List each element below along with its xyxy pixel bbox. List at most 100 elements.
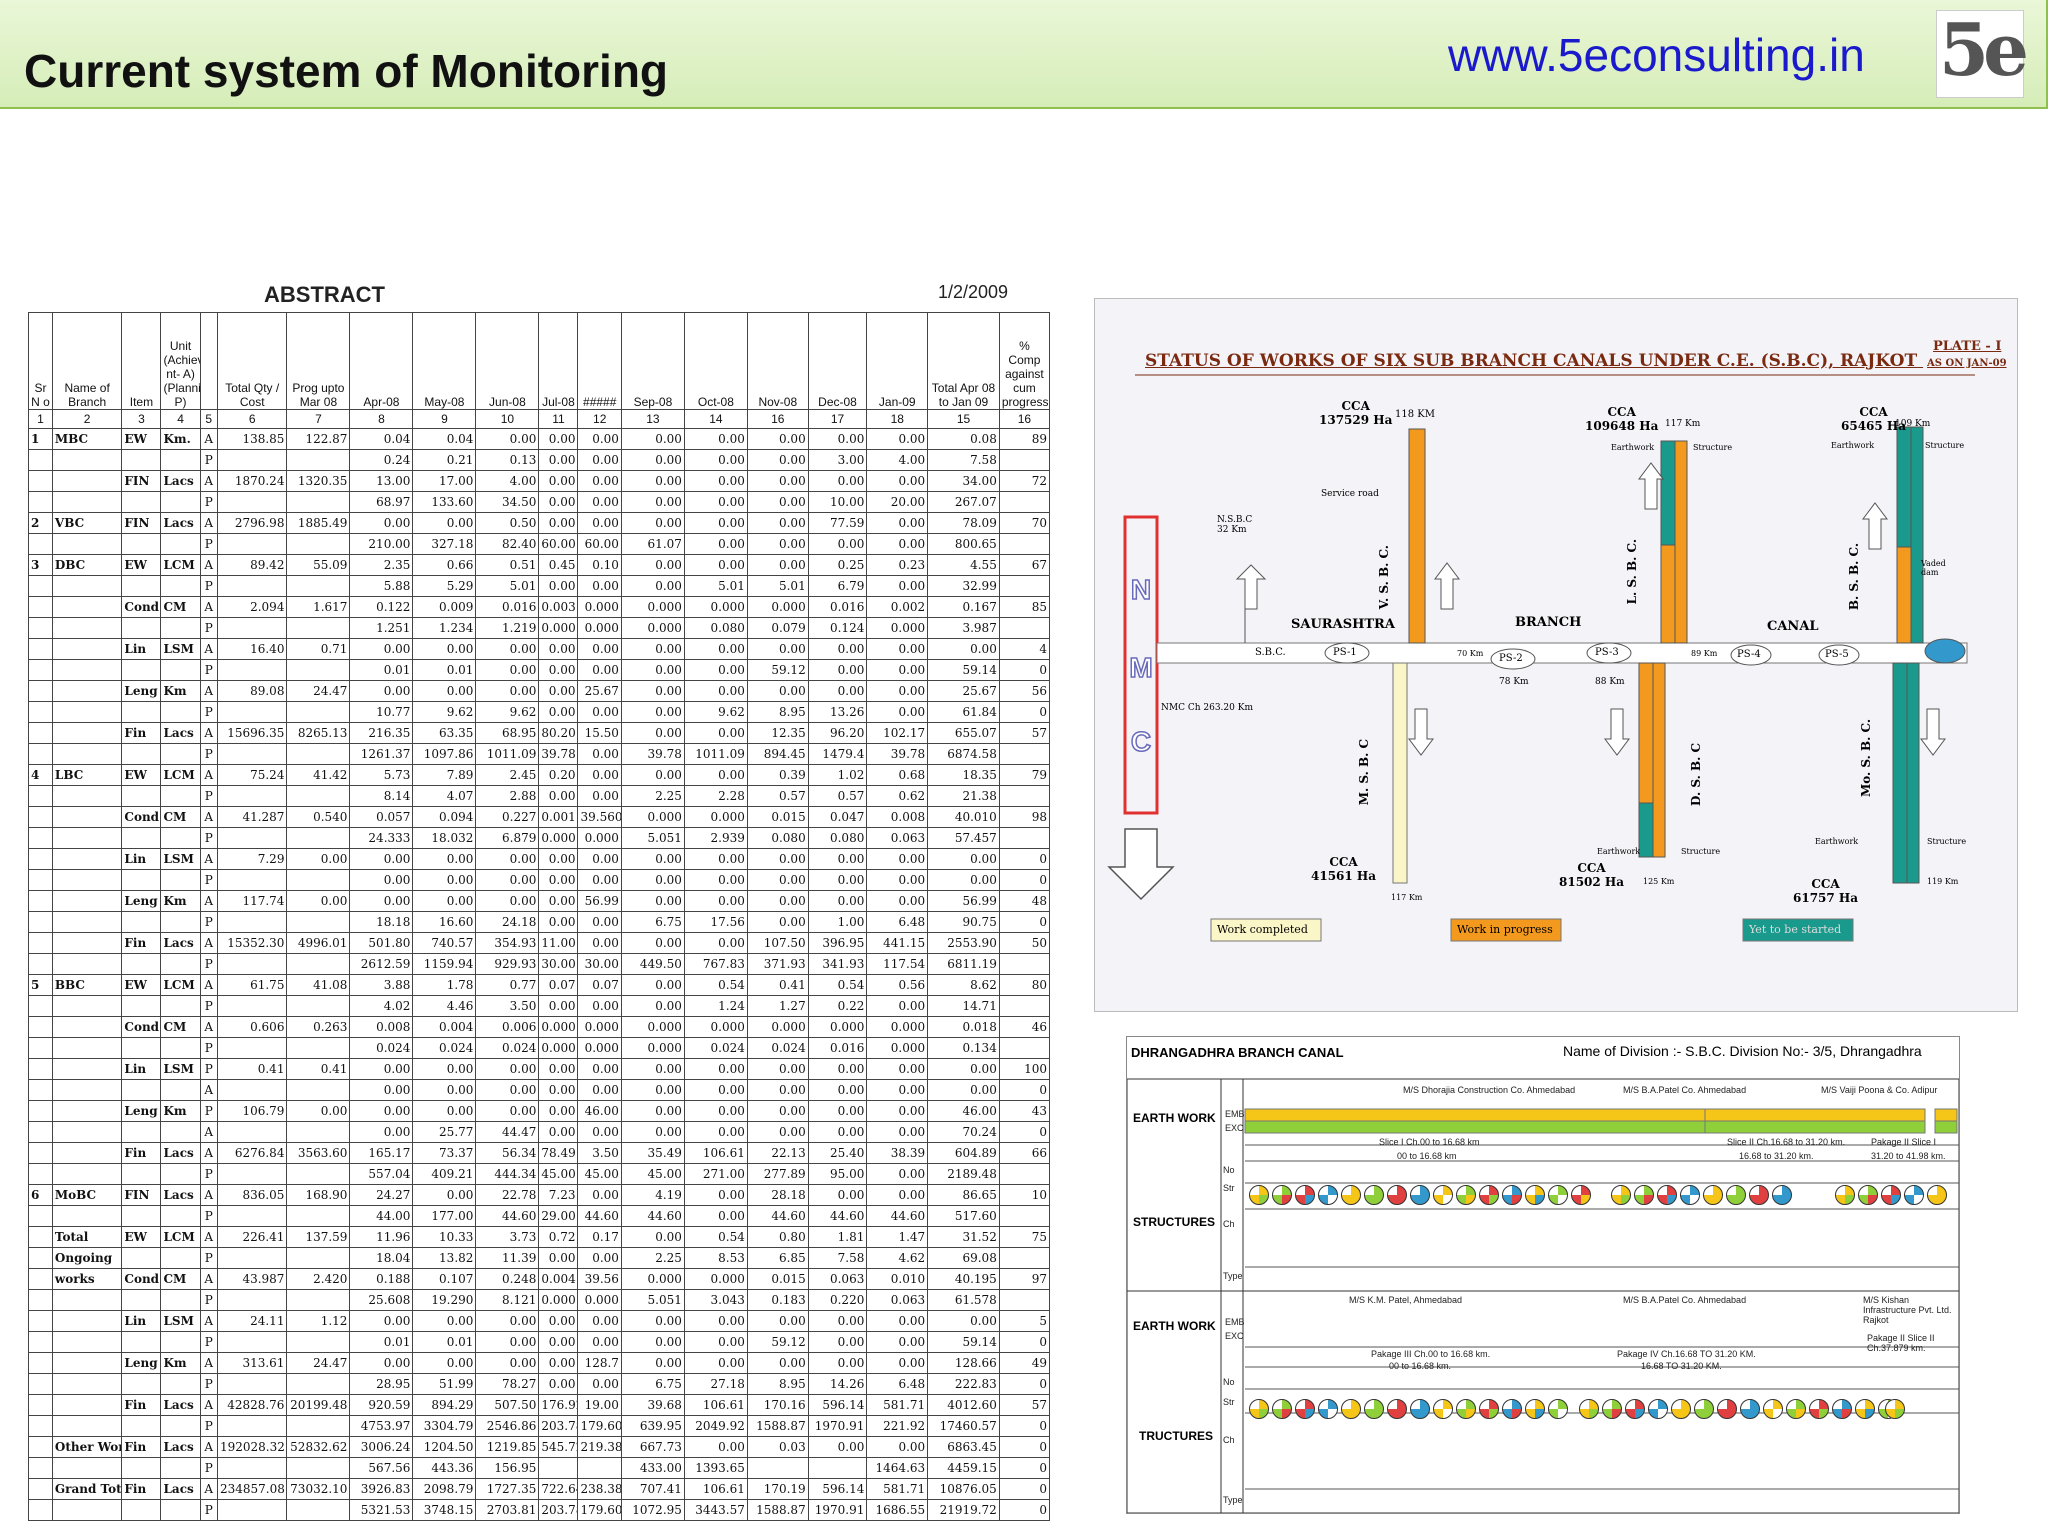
table-cell: A (199, 848, 218, 870)
table-cell: 25.77 (412, 1121, 477, 1143)
abstract-header-cell: Jun-08 (475, 312, 540, 410)
table-cell: 0.016 (807, 596, 868, 618)
structure-label-3: Structure (1681, 847, 1721, 856)
table-cell: VBC (51, 512, 123, 534)
table-cell: BBC (51, 974, 123, 996)
table-cell: 0.00 (475, 1352, 540, 1374)
table-cell: 11.96 (349, 1226, 414, 1248)
structure-label-2: Structure (1925, 441, 1965, 450)
structure-symbol-icon (1885, 1399, 1905, 1419)
table-cell (286, 1415, 351, 1437)
table-cell: 80 (998, 974, 1051, 996)
table-cell (160, 659, 201, 681)
table-cell: 0.72 (538, 1226, 579, 1248)
table-cell: 10.77 (349, 701, 414, 723)
no-label-top: No (1223, 1165, 1235, 1175)
table-cell: 61.84 (927, 701, 1000, 723)
table-cell: A (199, 1226, 218, 1248)
table-cell: P (199, 533, 218, 555)
table-cell (216, 449, 288, 471)
emb-bottom: EMB (1225, 1317, 1245, 1327)
table-cell (286, 1373, 351, 1395)
table-cell: 0.003 (538, 596, 579, 618)
table-cell: 4.00 (866, 449, 929, 471)
table-cell: 234857.08 (216, 1478, 288, 1500)
table-cell: 0.00 (538, 470, 579, 492)
table-cell: 639.95 (620, 1415, 685, 1437)
structure-symbol-icon (1295, 1185, 1315, 1205)
table-cell (28, 1331, 53, 1353)
structure-symbol-icon (1634, 1185, 1654, 1205)
table-cell: 24.47 (286, 680, 351, 702)
abstract-title: ABSTRACT (264, 282, 385, 307)
abstract-header-cell: Total Qty / Cost (216, 312, 288, 410)
pkg-4: Pakage IV Ch.16.68 TO 31.20 KM. (1617, 1349, 1756, 1359)
table-cell: 1870.24 (216, 470, 288, 492)
table-cell: P (199, 1247, 218, 1269)
table-cell: 24.333 (349, 827, 414, 849)
table-cell: A (199, 764, 218, 786)
table-cell: 0.00 (620, 869, 685, 891)
table-cell: 0.00 (538, 869, 579, 891)
table-cell: 68.95 (475, 722, 540, 744)
abstract-header-cell: Oct-08 (683, 312, 748, 410)
table-cell (286, 659, 351, 681)
table-cell: 5.051 (620, 1289, 685, 1311)
table-cell: A (199, 890, 218, 912)
table-cell: FIN (121, 512, 162, 534)
table-cell: 0.00 (538, 428, 579, 450)
table-cell (28, 953, 53, 975)
table-cell: P (199, 1457, 218, 1479)
table-cell: 7.23 (538, 1184, 579, 1206)
colnum-cell: 9 (412, 409, 477, 429)
table-cell (286, 827, 351, 849)
table-cell (28, 1415, 53, 1437)
table-cell: 0.015 (746, 806, 809, 828)
table-cell (28, 680, 53, 702)
table-cell: 2546.86 (475, 1415, 540, 1437)
table-cell: A (199, 1184, 218, 1206)
table-cell: P (199, 1058, 218, 1080)
table-cell: 5 (998, 1310, 1051, 1332)
colnum-cell: 16 (998, 409, 1051, 429)
table-cell: 0.00 (866, 1163, 929, 1185)
structure-symbol-icon (1657, 1185, 1677, 1205)
table-cell (28, 1142, 53, 1164)
table-cell: 0.00 (620, 659, 685, 681)
km117-bottom-label: 117 Km (1391, 893, 1423, 902)
table-row: P5321.533748.152703.81203.78179.601072.9… (28, 1499, 1051, 1521)
table-cell: P (199, 1037, 218, 1059)
table-cell (28, 1268, 53, 1290)
table-cell: 0.00 (620, 848, 685, 870)
header-bar: Current system of Monitoring www.5econsu… (0, 0, 2048, 109)
table-cell: 800.65 (927, 533, 1000, 555)
table-cell: 0.124 (807, 617, 868, 639)
table-cell: 85 (998, 596, 1051, 618)
table-cell: 45.00 (577, 1163, 622, 1185)
table-cell: Cond. (121, 1268, 162, 1290)
website-link[interactable]: www.5econsulting.in (1448, 29, 1865, 81)
table-cell: 0.063 (866, 1289, 929, 1311)
table-cell (28, 638, 53, 660)
table-cell: 9.62 (412, 701, 477, 723)
table-cell: 5.88 (349, 575, 414, 597)
table-cell: 3563.60 (286, 1142, 351, 1164)
table-cell: 0.000 (746, 1016, 809, 1038)
table-cell: 0.00 (683, 638, 748, 660)
table-cell: 56.34 (475, 1142, 540, 1164)
slice-3-sub: 31.20 to 41.98 km. (1871, 1151, 1946, 1161)
table-cell: P (199, 491, 218, 513)
table-cell: 0.00 (538, 1058, 579, 1080)
table-cell: 0.00 (412, 1310, 477, 1332)
table-cell: 0.016 (475, 596, 540, 618)
table-cell: 0.00 (746, 869, 809, 891)
